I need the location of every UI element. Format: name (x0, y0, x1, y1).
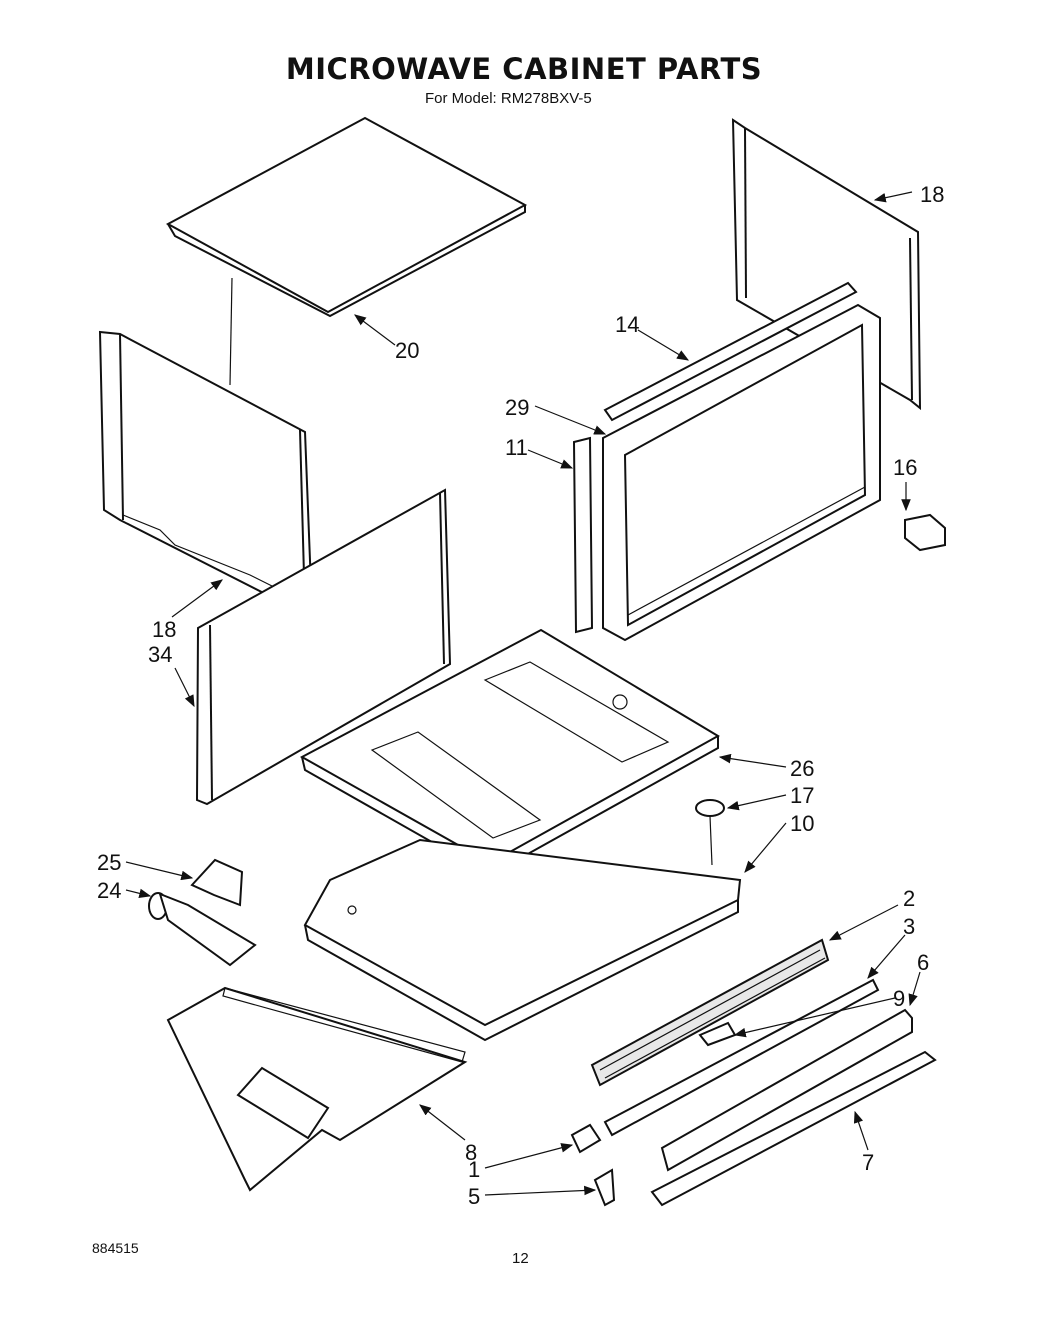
callout-17: 17 (790, 783, 814, 808)
callout-8: 8 (465, 1140, 477, 1165)
leader-lines (125, 191, 921, 1196)
callout-29: 29 (505, 395, 529, 420)
callout-1: 1 (468, 1157, 480, 1182)
part-8-bottom-tray (166, 986, 468, 1192)
callout-10: 10 (790, 811, 814, 836)
callout-5: 5 (468, 1184, 480, 1209)
part-11-vertical-strip (572, 436, 594, 634)
part-10-base-pan (303, 838, 742, 1042)
callout-14: 14 (615, 312, 639, 337)
callout-9: 9 (893, 986, 905, 1011)
callout-3: 3 (903, 914, 915, 939)
page-number: 12 (512, 1250, 529, 1267)
callout-6: 6 (917, 950, 929, 975)
part-3-strip (603, 978, 880, 1137)
part-20-top-panel (165, 116, 528, 386)
part-16-block (904, 513, 946, 552)
part-17-grommet (695, 799, 725, 866)
page-title: MICROWAVE CABINET PARTS (285, 52, 763, 86)
callout-18-right: 18 (920, 182, 944, 207)
part-24-duct (148, 892, 257, 967)
callout-34: 34 (148, 642, 172, 667)
part-5-knob (593, 1168, 616, 1207)
callout-11: 11 (505, 435, 528, 460)
callout-2: 2 (903, 886, 915, 911)
part-6-bar (660, 1008, 913, 1172)
callout-24: 24 (97, 878, 121, 903)
part-34-back-panel (195, 488, 452, 806)
callout-7: 7 (862, 1150, 874, 1175)
callout-18-left: 18 (152, 617, 176, 642)
callout-20: 20 (395, 338, 419, 363)
part-7-trim (650, 1050, 937, 1207)
part-25-bracket (190, 858, 244, 907)
document-number: 884515 (92, 1240, 139, 1256)
callout-25: 25 (97, 850, 121, 875)
model-subtitle: For Model: RM278BXV-5 (425, 90, 592, 107)
part-14-vent-strip (603, 281, 858, 422)
part-29-front-frame (602, 303, 881, 642)
callout-labels: 18 20 14 29 11 16 18 34 26 17 10 25 24 2… (97, 182, 944, 1209)
callout-26: 26 (790, 756, 814, 781)
callout-16: 16 (893, 455, 917, 480)
part-2-mesh-grille (590, 938, 830, 1087)
part-18-left-side-panel (98, 330, 314, 616)
part-1-latch (570, 1123, 602, 1154)
